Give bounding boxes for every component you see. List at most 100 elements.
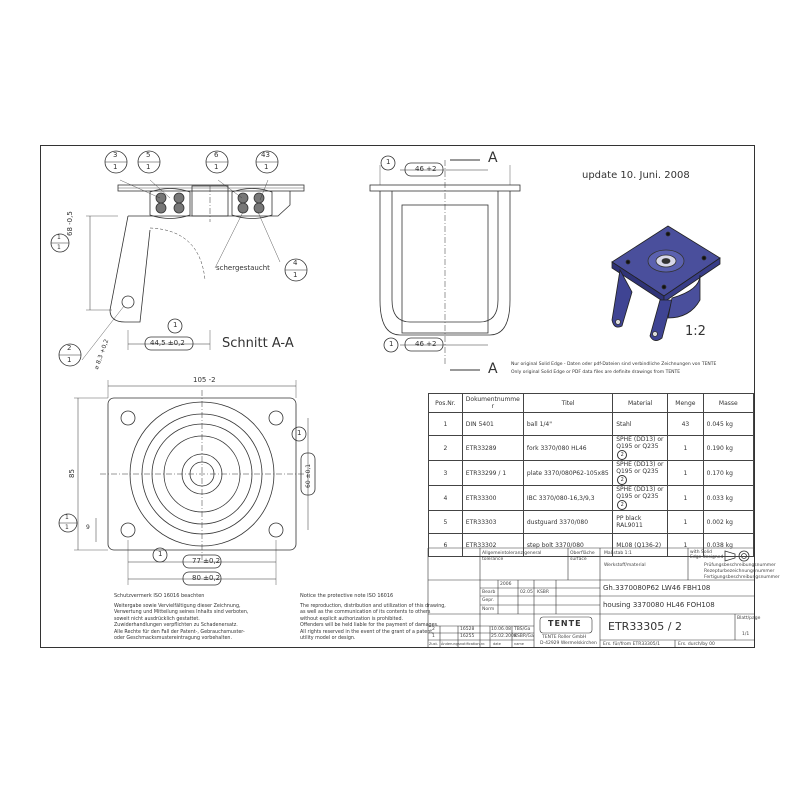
- callout-bottom-dim: 1: [173, 321, 178, 329]
- rev-head-zust: Zust.: [429, 642, 438, 646]
- rev-1-code: 16255: [460, 634, 475, 639]
- dim-44-5: 44,5 ±0,2: [150, 339, 185, 347]
- rev-head-name: name: [514, 642, 524, 646]
- callout-plate-left-num: 1: [65, 514, 69, 521]
- rev-2-date: 10.06.08: [491, 627, 512, 632]
- callout-6-den: 1: [214, 163, 219, 171]
- callout-plate-left-den: 1: [65, 524, 69, 531]
- company-name: TENTE Roller GmbH: [542, 635, 587, 640]
- callout-plate-right: 1: [297, 429, 302, 437]
- year-label: 2006: [500, 582, 512, 587]
- callout-front-top: 1: [386, 158, 391, 166]
- table-row: 2 ETR33289 fork 3370/080 HL46 SPHE (DD13…: [428, 435, 755, 461]
- callout-4-num: 4: [293, 259, 298, 267]
- replaced-by-label: Ers. durch/by 00: [678, 642, 715, 647]
- rev-2-code: 16528: [460, 627, 475, 632]
- parts-header-row: Pos.Nr. Dokumentnumme r Titel Material M…: [428, 393, 755, 413]
- replaces-label: Ers. für/from ETR33305/1: [603, 642, 661, 647]
- dim-60: 60 ±0,1: [305, 463, 312, 488]
- material-label: Werkstoff/material: [604, 563, 646, 568]
- col-pos: Pos.Nr.: [428, 393, 463, 413]
- scale-label: Maßstab 1:1: [604, 551, 632, 556]
- callout-43-num: 43: [261, 151, 270, 159]
- callout-5-den: 1: [146, 163, 151, 171]
- dim-105: 105 -2: [193, 376, 216, 384]
- callout-4-den: 1: [293, 271, 298, 279]
- callout-balloons: [50, 150, 399, 563]
- section-title: Schnitt A-A: [222, 336, 294, 351]
- dim-85: 85: [68, 469, 76, 478]
- iso-scale-label: 1:2: [685, 324, 706, 339]
- col-doc: Dokumentnumme r: [461, 393, 524, 413]
- callout-5-num: 5: [146, 151, 151, 159]
- rev-1-num: 1: [432, 634, 435, 639]
- section-arrow-top: A: [488, 150, 498, 166]
- legal-text-de: Weitergabe sowie Vervielfältigung dieser…: [114, 604, 249, 642]
- col-title: Titel: [522, 393, 614, 413]
- col-mass: Masse: [702, 393, 755, 413]
- update-note: update 10. Juni. 2008: [582, 170, 690, 181]
- front-view: [369, 159, 521, 371]
- material-variant-circle: 2: [617, 475, 628, 485]
- surface-label: Oberfläche surface: [570, 551, 595, 562]
- legal-text-en: The reproduction, distribution and utili…: [300, 604, 446, 642]
- tiny-note-1: Prüfungsbeschreibungsnummer: [704, 563, 776, 568]
- iso-view: [611, 225, 721, 341]
- tente-logo: TENTE: [548, 619, 582, 628]
- description-line-2: housing 3370080 HL46 FOH108: [603, 601, 715, 609]
- solid-edge-note-de: Nur original Solid Edge - Daten oder pdf…: [511, 362, 717, 367]
- col-material: Material: [612, 393, 669, 413]
- company-address: D-42929 Wermelskirchen: [540, 641, 597, 646]
- table-row: 1 DIN 5401 ball 1/4" Stahl 43 0.045 kg: [428, 412, 755, 436]
- drawing-sheet-border: [40, 145, 755, 648]
- sheet-number: 1/1: [742, 632, 750, 637]
- rev-1-date: 25.02.2008: [491, 634, 517, 639]
- general-tolerance-label: Allgemeintoleranz general tolerance: [482, 551, 542, 562]
- tiny-note-2: Rezepturbezeichnungsnummer: [704, 569, 775, 574]
- dim-height-68: 68 -0,5: [66, 211, 74, 236]
- solid-edge-note-en: Only original Solid Edge or PDF data fil…: [511, 370, 681, 375]
- callout-left-mid-num: 1: [57, 234, 61, 241]
- rev-2-num: 2: [432, 627, 435, 632]
- material-variant-circle: 2: [617, 450, 628, 460]
- callout-3-den: 1: [113, 163, 118, 171]
- description-line-1: Gh.3370080P62 LW46 FBH108: [603, 584, 711, 592]
- dim-46-bottom: 46 +2: [415, 340, 437, 348]
- plate-view: [74, 380, 316, 586]
- iso-note-de: Schutzvermerk ISO 16016 beachten: [114, 593, 205, 599]
- dim-9: 9: [86, 524, 90, 531]
- table-row: 5 ETR33303 dustguard 3370/080 PP black R…: [428, 510, 755, 534]
- callout-43-den: 1: [264, 163, 269, 171]
- material-variant-circle: 2: [617, 500, 628, 510]
- section-arrow-bottom: A: [488, 361, 498, 377]
- dim-77: 77 ±0,2: [192, 557, 221, 565]
- rev-1-name: KSBR/Ga: [514, 634, 534, 639]
- solid-edge-label: with Solid Edge designed: [690, 550, 724, 560]
- callout-6-num: 6: [214, 151, 219, 159]
- callout-front-bottom: 1: [389, 340, 394, 348]
- rev-head-notif: Änderungsnotification-nr.: [441, 642, 486, 646]
- callout-2-den: 1: [67, 356, 72, 364]
- rev-2-name: TBS/Ga: [514, 627, 531, 632]
- norm-label: Norm: [482, 607, 495, 612]
- dim-80: 80 ±0,2: [192, 574, 221, 582]
- name-value: KSBR: [537, 590, 550, 595]
- col-qty: Menge: [667, 393, 704, 413]
- callout-left-mid-den: 1: [57, 244, 61, 251]
- callout-3-num: 3: [113, 151, 118, 159]
- rev-head-date: date: [493, 642, 501, 646]
- bearb-label: Bearb: [482, 590, 496, 595]
- section-view: [81, 179, 305, 361]
- iso-note-en: Notice the protective note ISO 16016: [300, 593, 394, 599]
- date-value: 02.05: [520, 590, 533, 595]
- callout-2-num: 2: [67, 344, 72, 352]
- sheet-label: Blatt/page: [737, 616, 761, 621]
- table-row: 4 ETR33300 IBC 3370/080-16,3/9,3 SPHE (D…: [428, 485, 755, 511]
- callout-plate-bottom: 1: [158, 550, 163, 558]
- drawing-number: ETR33305 / 2: [608, 620, 683, 633]
- table-row: 3 ETR33299 / 1 plate 3370/080P62-105x85 …: [428, 460, 755, 486]
- dim-46-top: 46 +2: [415, 165, 437, 173]
- tiny-note-3: Fertigungsbeschreibungsnummer: [704, 575, 780, 580]
- schergestaucht-label: schergestaucht: [216, 264, 270, 272]
- gepr-label: Gepr.: [482, 598, 494, 603]
